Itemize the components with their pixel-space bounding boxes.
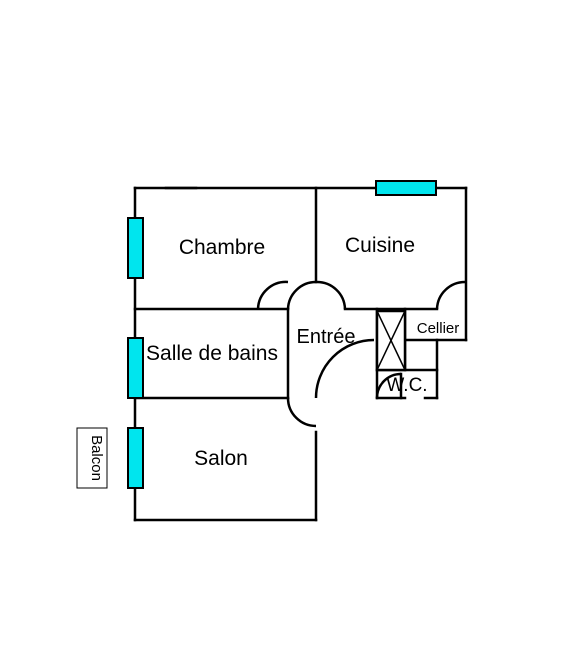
balcony bbox=[76, 427, 108, 489]
room-label-salle-de-bains: Salle de bains bbox=[146, 342, 278, 365]
room-label-cuisine: Cuisine bbox=[345, 234, 415, 257]
window-icon bbox=[127, 180, 437, 489]
room-label-wc: W.C. bbox=[386, 375, 427, 396]
room-label-cellier: Cellier bbox=[417, 320, 460, 337]
room-label-salon: Salon bbox=[194, 447, 248, 470]
cupboard-cross-icon bbox=[375, 309, 407, 372]
room-label-entree: Entrée bbox=[297, 326, 356, 348]
room-label-chambre: Chambre bbox=[179, 236, 265, 259]
door-swing-icon bbox=[256, 280, 467, 428]
room-label-balcon: Balcon bbox=[88, 435, 105, 481]
